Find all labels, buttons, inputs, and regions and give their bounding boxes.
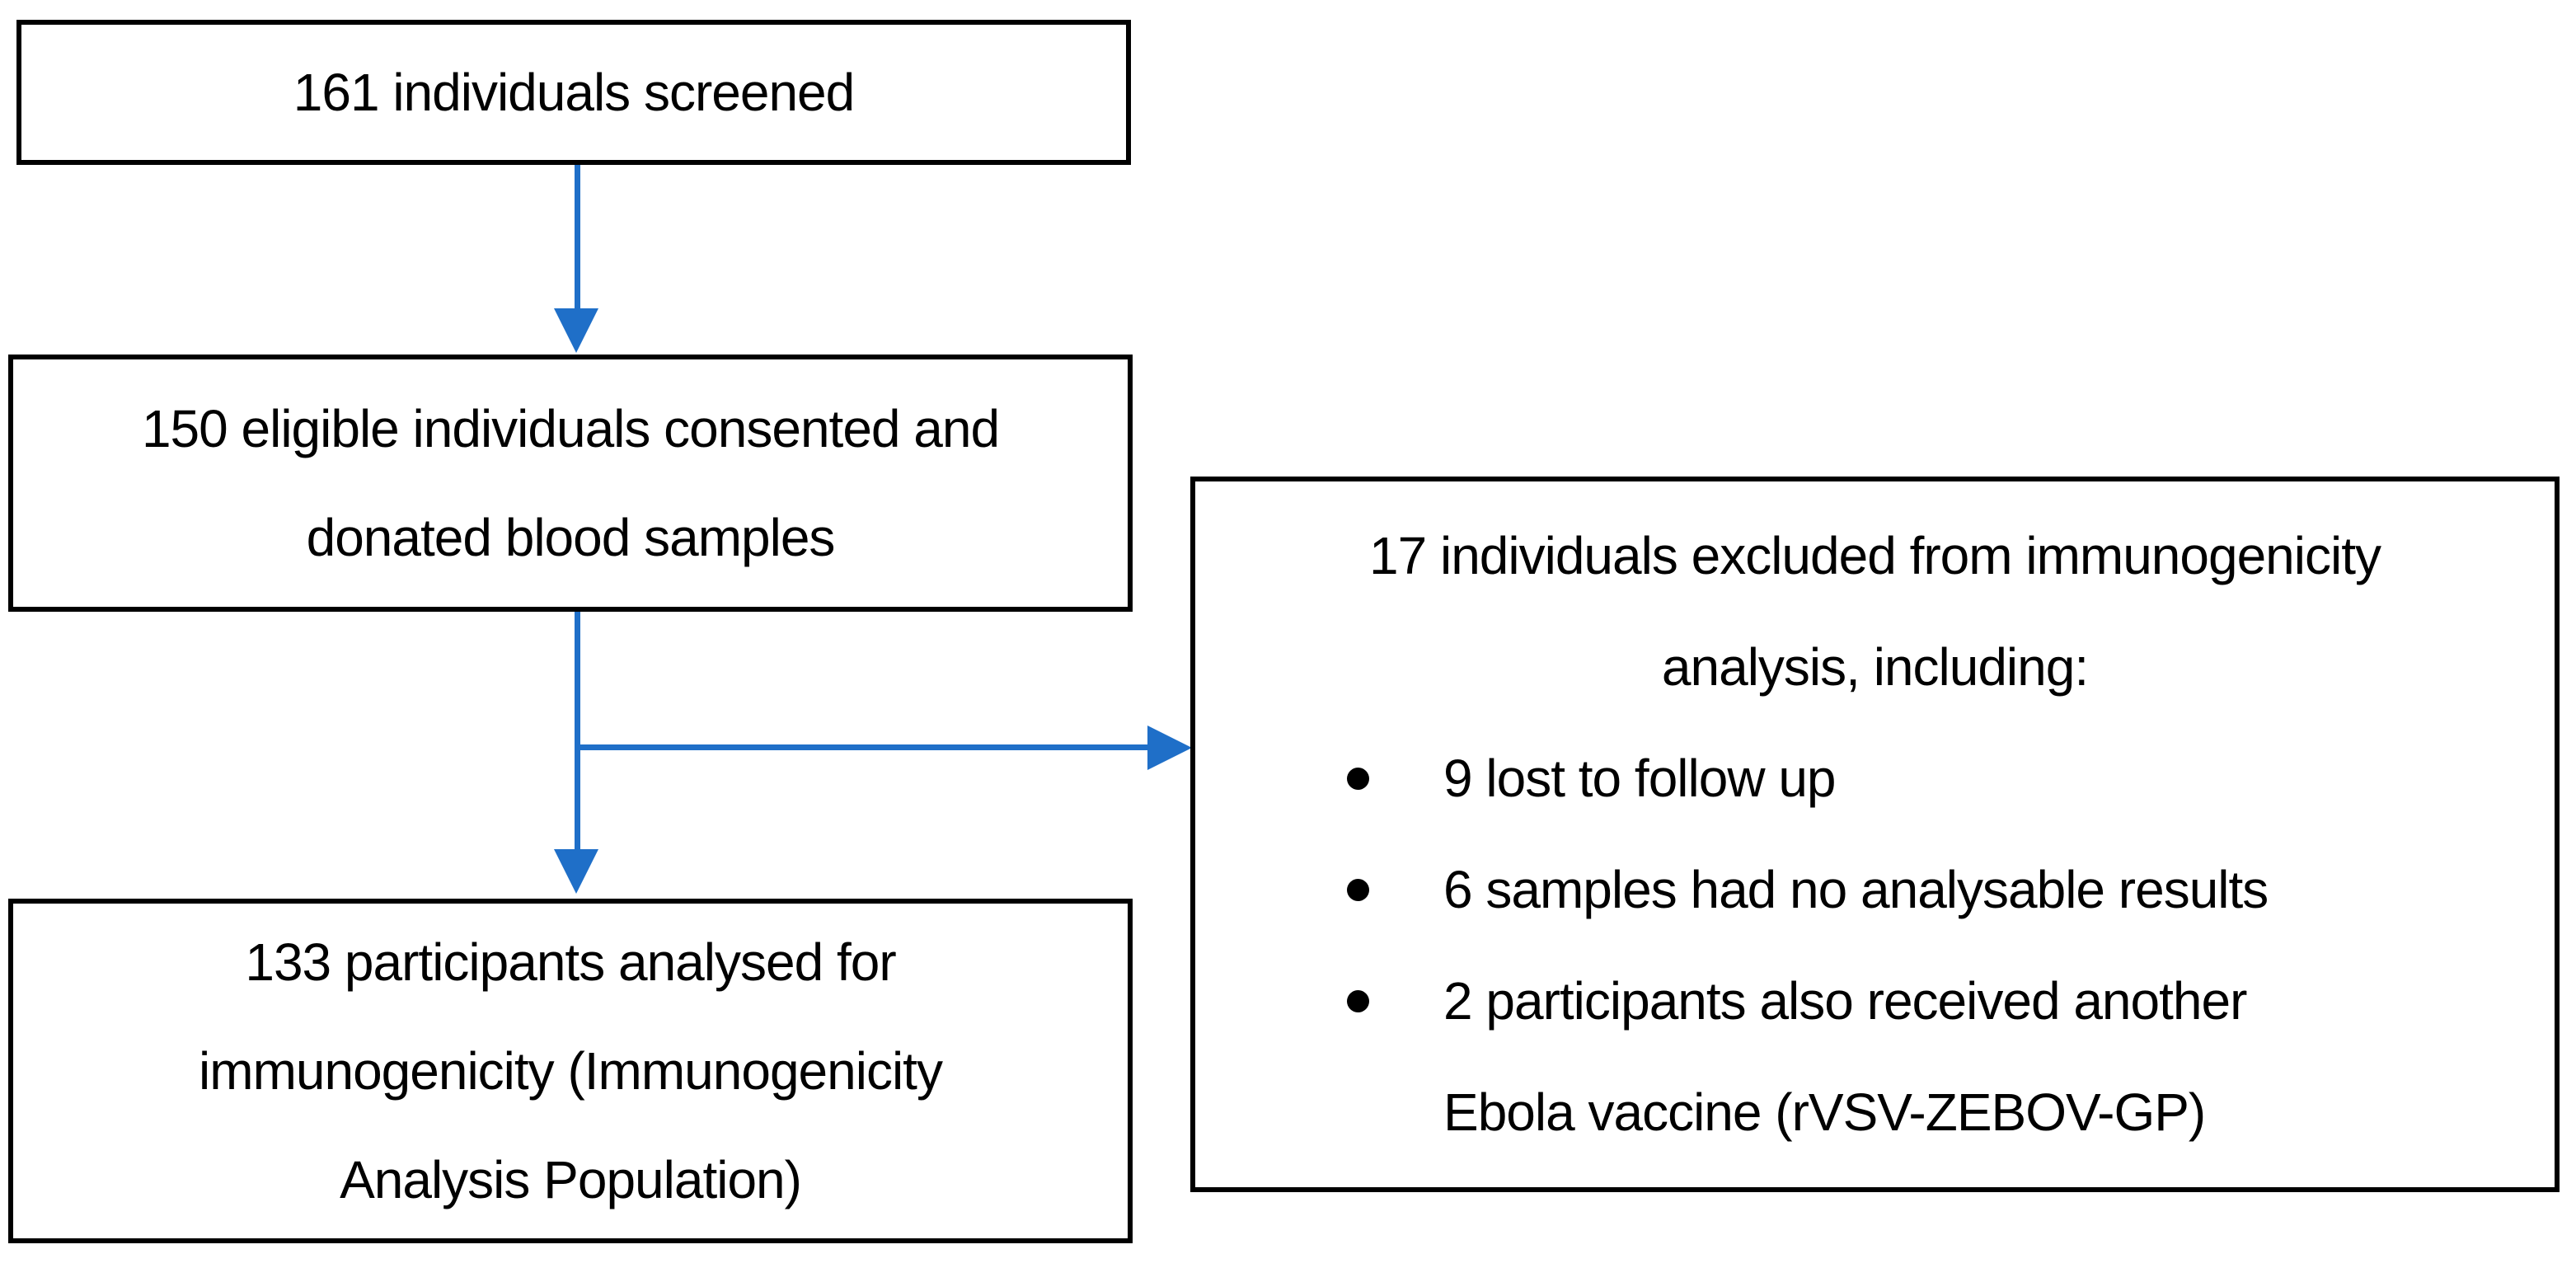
bullet-dot-icon bbox=[1347, 990, 1369, 1012]
bullet-text-line: 6 samples had no analysable results bbox=[1443, 860, 2269, 919]
arrow-right-line bbox=[577, 744, 1147, 750]
consented-text-line: 150 eligible individuals consented and bbox=[141, 399, 1000, 458]
bullet-text: 6 samples had no analysable results bbox=[1443, 834, 2269, 946]
flow-box-consented: 150 eligible individuals consented and d… bbox=[8, 355, 1133, 612]
analysed-text-line: immunogenicity (Immunogenicity bbox=[199, 1041, 943, 1101]
bullet-dot-icon bbox=[1347, 768, 1369, 790]
excluded-bullet-item: 9 lost to follow up bbox=[1347, 723, 1836, 834]
bullet-text: 9 lost to follow up bbox=[1443, 723, 1836, 834]
arrow-down-line-1 bbox=[575, 165, 580, 310]
analysed-text-line: 133 participants analysed for bbox=[245, 932, 896, 992]
flow-box-excluded: 17 individuals excluded from immunogenic… bbox=[1190, 477, 2560, 1192]
bullet-text-line: 2 participants also received another bbox=[1443, 971, 2247, 1031]
consented-text-line: donated blood samples bbox=[306, 508, 836, 567]
analysed-text-line: Analysis Population) bbox=[340, 1150, 802, 1209]
bullet-text: 2 participants also received another Ebo… bbox=[1443, 946, 2247, 1168]
screened-text: 161 individuals screened bbox=[293, 63, 855, 122]
bullet-text-line: Ebola vaccine (rVSV-ZEBOV-GP) bbox=[1443, 1082, 2206, 1142]
arrow-down-line-2 bbox=[575, 612, 580, 851]
arrowhead-down-icon-1 bbox=[554, 308, 598, 353]
flow-box-screened: 161 individuals screened bbox=[16, 20, 1131, 165]
arrowhead-down-icon-2 bbox=[554, 849, 598, 894]
bullet-text-line: 9 lost to follow up bbox=[1443, 749, 1836, 808]
bullet-dot-icon bbox=[1347, 879, 1369, 901]
excluded-bullet-item: 6 samples had no analysable results bbox=[1347, 834, 2269, 946]
excluded-bullet-item: 2 participants also received another Ebo… bbox=[1347, 946, 2247, 1168]
arrowhead-right-icon bbox=[1147, 726, 1192, 770]
flow-box-analysed: 133 participants analysed for immunogeni… bbox=[8, 899, 1133, 1243]
excluded-header-line: 17 individuals excluded from immunogenic… bbox=[1369, 526, 2381, 585]
excluded-header-line: analysis, including: bbox=[1661, 637, 2089, 697]
